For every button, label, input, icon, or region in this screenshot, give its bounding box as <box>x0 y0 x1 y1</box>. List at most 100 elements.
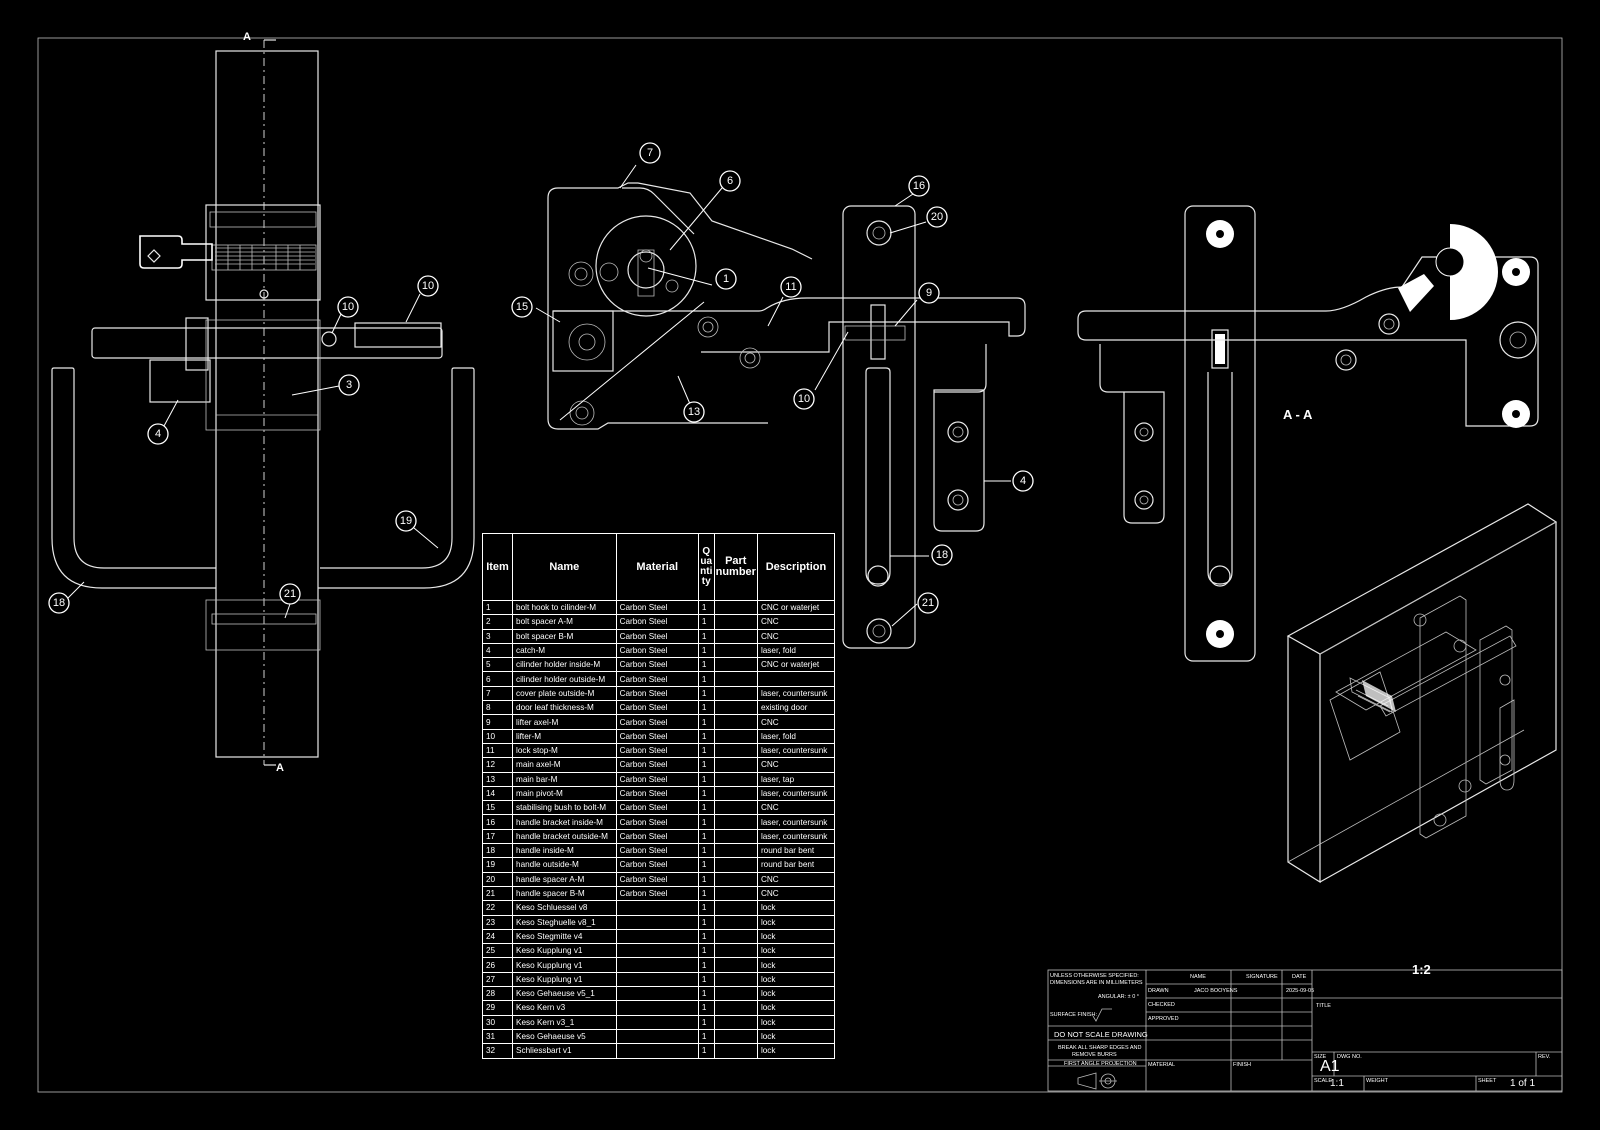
bom-cell-material <box>615 957 699 973</box>
bom-cell-name: bolt spacer B-M <box>512 628 617 644</box>
bom-cell-name: Keso Gehaeuse v5 <box>512 1028 617 1045</box>
bom-cell-qty: 1 <box>697 785 715 802</box>
bom-cell-name: Keso Schluessel v8 <box>512 900 617 916</box>
bom-cell-item: 10 <box>481 728 514 744</box>
title-block-frame <box>1047 969 1563 1092</box>
svg-text:21: 21 <box>922 597 934 609</box>
bom-cell-part <box>713 685 758 702</box>
bom-cell-part <box>713 900 758 916</box>
bom-header-name: Name <box>512 533 617 601</box>
bom-cell-name: main axel-M <box>512 757 617 773</box>
bom-cell-item: 17 <box>481 828 514 845</box>
bom-cell-qty: 1 <box>697 599 715 616</box>
svg-text:10: 10 <box>342 301 354 313</box>
balloon-front-10a: 10 <box>417 275 439 297</box>
bom-cell-item: 9 <box>481 714 514 730</box>
tb-scale: 1:1 <box>1330 1078 1344 1089</box>
bom-cell-name: cilinder holder inside-M <box>512 657 617 673</box>
svg-text:18: 18 <box>53 597 65 609</box>
tb-angular: ANGULAR: ± 0 ° <box>1098 994 1139 1000</box>
svg-text:1: 1 <box>723 273 729 285</box>
tb-col-name: NAME <box>1190 974 1206 980</box>
bom-cell-material <box>615 1028 699 1045</box>
bom-cell-desc: existing door <box>756 700 836 716</box>
bom-cell-part <box>713 828 758 845</box>
bom-cell-desc: laser, countersunk <box>756 814 836 830</box>
bom-cell-qty: 1 <box>697 642 715 659</box>
tb-surface-finish: SURFACE FINISH: <box>1050 1012 1098 1018</box>
bom-cell-qty: 1 <box>697 857 715 873</box>
bom-cell-part <box>713 757 758 773</box>
svg-text:6: 6 <box>727 175 733 187</box>
tb-projection: FIRST ANGLE PROJECTION <box>1064 1061 1137 1067</box>
bom-cell-name: handle spacer B-M <box>512 885 617 902</box>
bom-cell-material: Carbon Steel <box>615 828 699 845</box>
bom-cell-part <box>713 642 758 659</box>
bom-cell-qty: 1 <box>697 1028 715 1045</box>
bom-cell-name: handle bracket outside-M <box>512 828 617 845</box>
bom-cell-name: main pivot-M <box>512 785 617 802</box>
bom-cell-qty: 1 <box>697 728 715 744</box>
tb-drawn-by: JACO BOOYENS <box>1194 988 1238 994</box>
svg-text:16: 16 <box>913 180 925 192</box>
bom-cell-qty: 1 <box>697 800 715 816</box>
bom-cell-qty: 1 <box>697 828 715 845</box>
bom-cell-part <box>713 871 758 887</box>
tb-row-checked: CHECKED <box>1148 1002 1175 1008</box>
bill-of-materials-table: Item Name Material Quantity Part number … <box>481 533 836 1059</box>
bom-cell-qty: 1 <box>697 814 715 830</box>
svg-text:15: 15 <box>516 301 528 313</box>
bom-cell-part <box>713 1000 758 1016</box>
bom-cell-name: Keso Stegmitte v4 <box>512 928 617 945</box>
bom-cell-item: 29 <box>481 1000 514 1016</box>
bom-cell-item: 14 <box>481 785 514 802</box>
bom-cell-material: Carbon Steel <box>615 843 699 859</box>
bom-cell-material: Carbon Steel <box>615 657 699 673</box>
bom-cell-item: 7 <box>481 685 514 702</box>
bom-header-row: Item Name Material Quantity Part number … <box>481 533 836 601</box>
bom-cell-material <box>615 1000 699 1016</box>
bom-cell-desc: lock <box>756 928 836 945</box>
tb-size-label: SIZE <box>1314 1054 1327 1060</box>
bom-cell-material: Carbon Steel <box>615 885 699 902</box>
bom-cell-name: door leaf thickness-M <box>512 700 617 716</box>
sheet-border <box>37 37 1563 1093</box>
bom-cell-desc: lock <box>756 943 836 959</box>
bom-cell-item: 11 <box>481 742 514 759</box>
balloon-side-6: 6 <box>719 170 741 192</box>
bom-cell-qty: 1 <box>697 986 715 1002</box>
bom-cell-part <box>713 800 758 816</box>
bom-cell-material: Carbon Steel <box>615 599 699 616</box>
isometric-view <box>1286 503 1558 884</box>
tb-do-not-scale: DO NOT SCALE DRAWING <box>1054 1030 1148 1039</box>
bom-cell-name: lifter axel-M <box>512 714 617 730</box>
bom-cell-name: cilinder holder outside-M <box>512 671 617 687</box>
bom-cell-material <box>615 1043 699 1059</box>
bom-cell-part <box>713 728 758 744</box>
balloon-front-18: 18 <box>48 592 70 614</box>
bom-cell-qty: 1 <box>697 885 715 902</box>
balloon-side-10: 10 <box>793 388 815 410</box>
bom-cell-qty: 1 <box>697 957 715 973</box>
bom-cell-name: main bar-M <box>512 771 617 787</box>
tb-unless-note-1: UNLESS OTHERWISE SPECIFIED: <box>1050 973 1139 979</box>
bom-cell-part <box>713 614 758 630</box>
bom-cell-item: 23 <box>481 914 514 930</box>
bom-cell-item: 16 <box>481 814 514 830</box>
bom-cell-item: 32 <box>481 1043 514 1059</box>
bom-cell-name: handle outside-M <box>512 857 617 873</box>
bom-cell-desc <box>756 671 836 687</box>
bom-cell-part <box>713 957 758 973</box>
tb-row-approved: APPROVED <box>1148 1016 1179 1022</box>
